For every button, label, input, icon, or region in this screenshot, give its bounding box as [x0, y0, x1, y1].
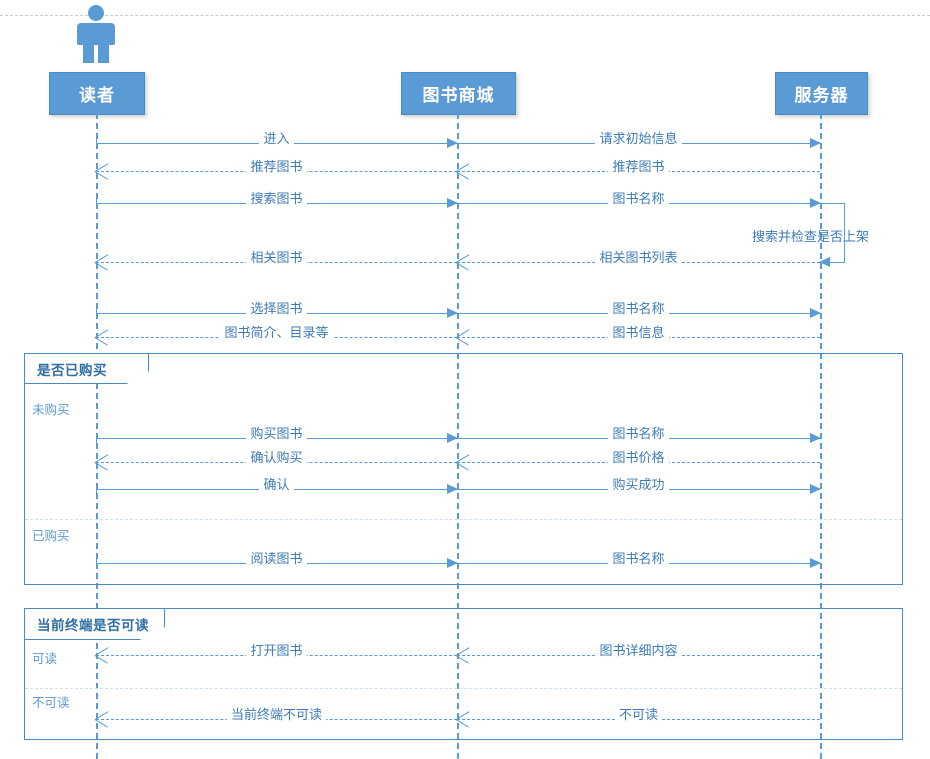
guard-label-readable: 可读 [32, 652, 58, 666]
self-message-search-and-check-shelf[interactable] [819, 203, 845, 267]
arrow-head-solid-right-icon [447, 138, 458, 148]
actor-leg-gap [94, 45, 98, 64]
arrow-head-open-left-icon [456, 329, 470, 345]
arrow-head-open-left-icon [95, 647, 109, 663]
arrow-head-solid-right-icon [810, 558, 821, 568]
message-tail-tick [96, 558, 97, 569]
arrow-head-solid-right-icon [447, 198, 458, 208]
fragment-tab-label-terminal-readable: 当前终端是否可读 [37, 618, 149, 633]
combined-fragment-terminal-readable: 当前终端是否可读 [24, 608, 903, 740]
lifeline-header-bookmall[interactable]: 图书商城 [401, 72, 516, 115]
message-tail-tick [96, 308, 97, 319]
lifeline-reader [96, 113, 98, 759]
arrow-head-open-left-icon [95, 163, 109, 179]
fragment-tab-label-is-purchased: 是否已购买 [37, 362, 107, 378]
reader-actor-icon [73, 5, 119, 64]
arrow-head-solid-right-icon [447, 484, 458, 494]
guard-label-purchased: 已购买 [32, 529, 70, 543]
arrow-head-open-left-icon [456, 454, 470, 470]
combined-fragment-is-purchased: 是否已购买 [24, 353, 903, 585]
arrow-head-solid-right-icon [447, 433, 458, 443]
message-tail-tick [96, 198, 97, 209]
message-tail-tick [96, 484, 97, 495]
arrow-head-solid-right-icon [447, 558, 458, 568]
page-rule-divider [0, 15, 930, 16]
arrow-head-solid-right-icon [810, 484, 821, 494]
actor-torso-icon [77, 23, 115, 45]
message-tail-tick [96, 433, 97, 444]
arrow-head-open-left-icon [456, 711, 470, 727]
arrow-head-open-left-icon [95, 254, 109, 270]
arrow-head-open-left-icon [456, 254, 470, 270]
lifeline-label-reader: 读者 [79, 86, 115, 105]
lifeline-label-server: 服务器 [794, 86, 849, 105]
arrow-head-solid-right-icon [447, 308, 458, 318]
lifeline-header-server[interactable]: 服务器 [775, 72, 868, 115]
arrow-head-open-left-icon [95, 329, 109, 345]
arrow-head-open-left-icon [456, 647, 470, 663]
self-message-label-search-and-check-shelf: 搜索并检查是否上架 [752, 229, 870, 244]
arrow-head-solid-left-icon [819, 257, 830, 267]
arrow-head-solid-right-icon [810, 308, 821, 318]
guard-label-not-readable: 不可读 [32, 696, 70, 710]
message-tail-tick [96, 138, 97, 149]
arrow-head-open-left-icon [95, 454, 109, 470]
lifeline-server [820, 113, 822, 759]
lifeline-bookmall [457, 113, 459, 759]
arrow-head-open-left-icon [456, 163, 470, 179]
actor-leg-left-icon [83, 43, 94, 63]
arrow-head-solid-right-icon [810, 433, 821, 443]
arrow-head-solid-right-icon [810, 198, 821, 208]
actor-leg-right-icon [98, 43, 109, 63]
arrow-head-solid-right-icon [810, 138, 821, 148]
arrow-head-open-left-icon [95, 711, 109, 727]
guard-label-not-purchased: 未购买 [32, 403, 70, 417]
fragment-tab-is-purchased: 是否已购买 [25, 354, 149, 384]
lifeline-header-reader[interactable]: 读者 [49, 72, 145, 115]
fragment-operand-separator-terminal-readable [25, 688, 902, 689]
lifeline-label-bookmall: 图书商城 [422, 86, 495, 105]
actor-head-icon [88, 5, 104, 21]
fragment-tab-terminal-readable: 当前终端是否可读 [25, 609, 165, 640]
fragment-operand-separator-is-purchased [25, 519, 902, 520]
